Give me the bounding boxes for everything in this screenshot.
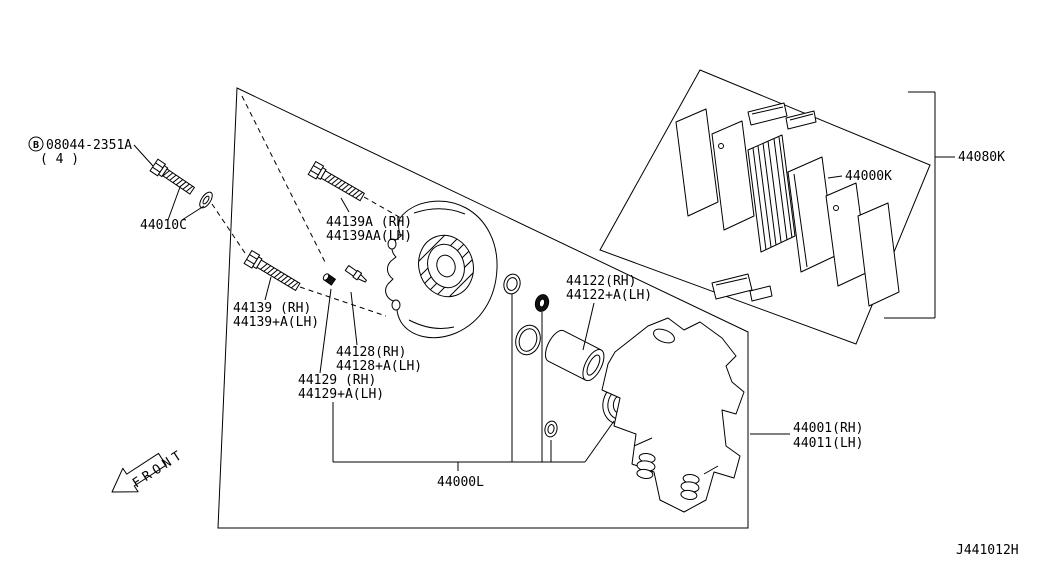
torque-member-drawing	[601, 317, 745, 513]
part-label-lower-pin-bolt: 44139 (RH) 44139+A(LH)	[233, 301, 319, 330]
part-label-seal-kit: 44000L	[437, 475, 484, 490]
part-label-pad-kit: 44000K	[845, 169, 892, 184]
cap-lh: 44129+A(LH)	[298, 387, 384, 402]
piston-seal-drawing	[515, 324, 541, 356]
leader-lines	[133, 144, 843, 435]
part-label-pad-hardware-kit: 44080K	[958, 150, 1005, 165]
front-direction-arrow	[111, 452, 167, 493]
pad-shim-outer-left-drawing	[675, 108, 719, 217]
pad-detail-line	[793, 173, 808, 268]
brake-pad-set	[599, 69, 931, 345]
bleeder-screw-drawing	[344, 265, 367, 283]
lower-guide-pin-bolt-drawing	[243, 250, 303, 294]
drawing-id: J441012H	[956, 543, 1019, 558]
piston-rh: 44122(RH)	[566, 274, 636, 289]
part-label-caliper: 44001(RH) 44011(LH)	[793, 421, 863, 451]
seal-ring-dark-drawing	[534, 294, 550, 312]
caliper-rh: 44001(RH)	[793, 421, 863, 436]
upper-guide-pin-bolt-drawing	[307, 161, 367, 204]
pad-retainer-clip-top-drawing	[747, 102, 817, 130]
pin-cap-drawing	[544, 420, 558, 438]
part-label-upper-pin-bolt: 44139A (RH) 44139AA(LH)	[326, 215, 412, 244]
piston-lh: 44122+A(LH)	[566, 288, 652, 303]
washer-drawing	[199, 191, 213, 209]
bleeder-lh: 44128+A(LH)	[336, 359, 422, 374]
pad-backplate-left-drawing	[711, 120, 755, 231]
bolt-standard-badge: B	[33, 140, 39, 151]
brake-pad-inner-drawing	[747, 134, 796, 253]
part-label-washer: 44010C	[140, 218, 187, 233]
seal-ring-small-drawing	[503, 273, 521, 295]
part-label-cap: 44129 (RH) 44129+A(LH)	[298, 373, 384, 402]
pad-retainer-clip-bottom-drawing	[711, 273, 773, 302]
pad-kit-outline	[599, 69, 931, 345]
caliper-lh: 44011(LH)	[793, 436, 863, 451]
bolt-standard-badge-circle	[28, 136, 44, 152]
lower-pin-rh: 44139 (RH)	[233, 301, 311, 316]
brake-pad-outer-drawing	[787, 156, 836, 273]
caliper-body-drawing	[385, 200, 498, 339]
pad-friction-hatch	[752, 136, 793, 251]
part-label-bleeder: 44128(RH) 44128+A(LH)	[336, 345, 422, 374]
caliper-assembly-outline	[217, 87, 749, 529]
shim-hole	[718, 143, 724, 149]
upper-pin-rh: 44139A (RH)	[326, 215, 412, 230]
bleeder-rh: 44128(RH)	[336, 345, 406, 360]
dashed-axis-lines	[211, 95, 409, 317]
mounting-bolt-drawing	[149, 158, 197, 198]
bolt-quantity: ( 4 )	[40, 152, 79, 167]
lower-pin-lh: 44139+A(LH)	[233, 315, 319, 330]
cap-rh: 44129 (RH)	[298, 373, 376, 388]
pad-hardware-kit-bracket	[884, 91, 955, 319]
pad-shim-outer-right-drawing	[857, 202, 900, 307]
bolt-part-number: 08044-2351A	[46, 138, 132, 153]
bleeder-cap-drawing	[322, 273, 337, 286]
part-label-piston: 44122(RH) 44122+A(LH)	[566, 274, 652, 303]
upper-pin-lh: 44139AA(LH)	[326, 229, 412, 244]
shim-hole	[833, 205, 839, 211]
piston-drawing	[544, 329, 605, 382]
part-label-mounting-bolt: B 08044-2351A ( 4 )	[28, 136, 132, 167]
seal-kit-bracket	[332, 294, 615, 471]
